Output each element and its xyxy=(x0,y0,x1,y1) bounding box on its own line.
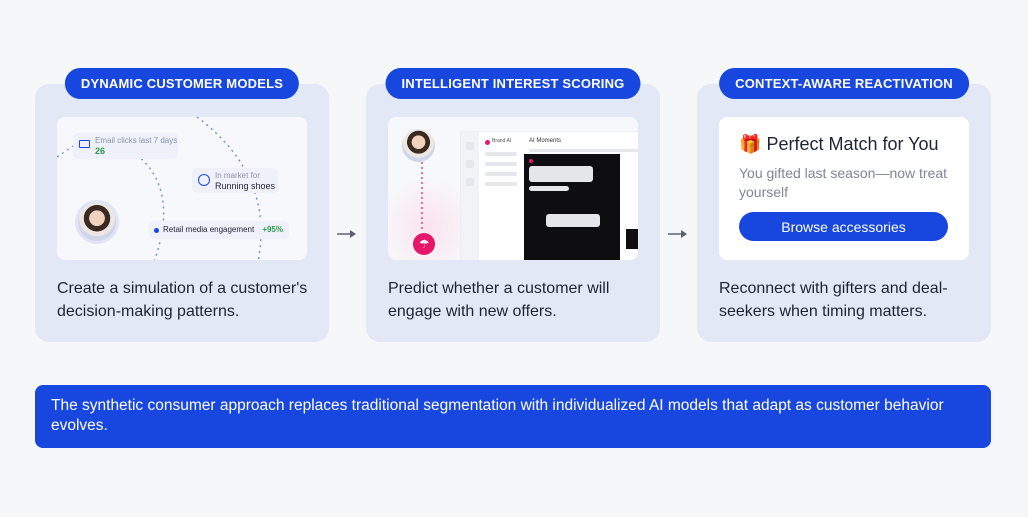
sidebar-square xyxy=(466,142,474,150)
offer-title: Perfect Match for You xyxy=(766,134,939,154)
customer-avatar xyxy=(402,129,435,162)
panel-dot xyxy=(529,159,533,163)
email-clicks-value: 26 xyxy=(95,146,106,156)
email-clicks-chip: Email clicks last 7 days 26 xyxy=(73,133,178,159)
card-description: Predict whether a customer will engage w… xyxy=(388,280,610,320)
engagement-label: Retail media engagement xyxy=(163,225,255,234)
engagement-value: +95% xyxy=(262,225,283,234)
engagement-chip: Retail media engagement +95% xyxy=(149,221,289,239)
email-icon xyxy=(79,140,90,148)
interest-scoring-illustration: ☂ Brand AI AI Moments xyxy=(388,117,638,260)
brand-dot xyxy=(485,140,490,145)
app-window: Brand AI AI Moments xyxy=(460,131,638,260)
panel-rule xyxy=(529,149,638,152)
card-pill: DYNAMIC CUSTOMER MODELS xyxy=(64,68,300,99)
list-line xyxy=(485,162,517,166)
offer-card: 🎁 Perfect Match for You You gifted last … xyxy=(719,117,969,260)
in-market-chip: In market for Running shoes xyxy=(192,168,278,193)
offer-subtitle: You gifted last season—now treat yoursel… xyxy=(739,165,948,200)
chat-bubble xyxy=(546,214,600,227)
ai-moments-panel xyxy=(524,154,620,260)
panel-title: AI Moments xyxy=(529,138,562,144)
card-context-aware-reactivation: CONTEXT-AWARE REACTIVATION 🎁 Perfect Mat… xyxy=(697,68,991,342)
sidebar-square xyxy=(466,178,474,186)
umbrella-icon: ☂ xyxy=(413,233,435,255)
list-line xyxy=(485,182,517,186)
chat-bubble xyxy=(529,186,569,191)
chat-bubble xyxy=(529,166,593,182)
offer-title-row: 🎁 Perfect Match for You xyxy=(739,134,939,155)
gift-icon: 🎁 xyxy=(739,134,762,154)
in-market-label: In market for xyxy=(215,171,260,180)
card-description: Reconnect with gifters and deal-seekers … xyxy=(719,280,948,320)
summary-banner: The synthetic consumer approach replaces… xyxy=(35,385,991,448)
card-dynamic-customer-models: DYNAMIC CUSTOMER MODELS Email clicks las… xyxy=(35,68,329,342)
email-clicks-label: Email clicks last 7 days xyxy=(95,136,178,145)
side-panel xyxy=(626,229,638,249)
in-market-value: Running shoes xyxy=(215,181,276,191)
browse-accessories-button[interactable]: Browse accessories xyxy=(739,212,948,241)
customer-avatar xyxy=(75,200,119,244)
sidebar-square xyxy=(466,160,474,168)
card-intelligent-interest-scoring: INTELLIGENT INTEREST SCORING ☂ Brand AI … xyxy=(366,68,660,342)
arrow-right-icon xyxy=(337,230,356,238)
app-sidebar xyxy=(461,132,479,260)
side-label: Brand AI xyxy=(492,138,512,144)
card-pill: CONTEXT-AWARE REACTIVATION xyxy=(719,68,969,99)
customer-model-illustration: Email clicks last 7 days 26 In market fo… xyxy=(57,117,307,260)
scoring-connector xyxy=(421,162,423,232)
card-description: Create a simulation of a customer's deci… xyxy=(57,280,308,320)
card-pill: INTELLIGENT INTEREST SCORING xyxy=(385,68,641,99)
arrow-right-icon xyxy=(668,230,687,238)
list-line xyxy=(485,172,517,176)
list-line xyxy=(485,152,517,156)
engagement-dot xyxy=(154,228,159,233)
heart-icon xyxy=(198,174,210,186)
